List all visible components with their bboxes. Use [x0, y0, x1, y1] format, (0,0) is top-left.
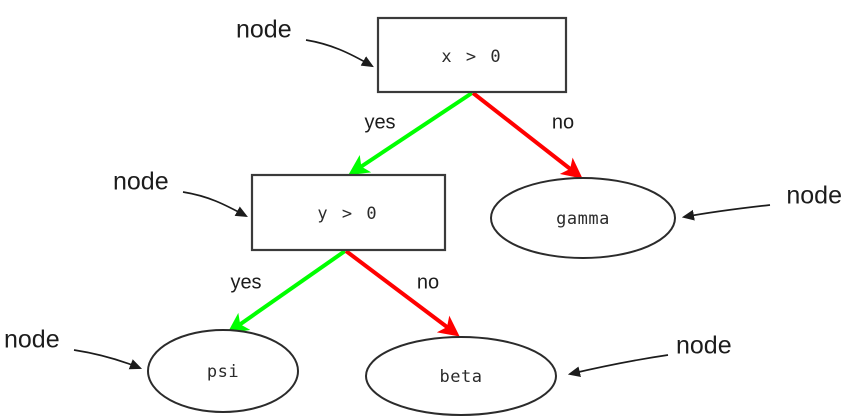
decision-node-root[interactable]: x > 0 [376, 16, 568, 94]
callout-arrow-psi [73, 349, 143, 370]
callout-label-root: node [236, 16, 292, 44]
edge-label-root-yes: yes [364, 111, 395, 133]
edge-label-inner-yes: yes [230, 271, 261, 293]
leaf-node-gamma[interactable]: gamma [490, 177, 676, 259]
callout-inner: node [113, 168, 248, 218]
callout-arrow-gamma [681, 204, 771, 221]
edge-root-yes [348, 91, 474, 176]
callout-gamma: node [681, 182, 842, 221]
node-label-inner: y > 0 [317, 204, 378, 224]
leaf-label-beta: beta [440, 367, 483, 387]
callout-label-beta: node [676, 332, 732, 360]
leaf-ellipse-gamma [490, 177, 676, 259]
edge-label-root-no: no [552, 111, 574, 133]
node-box-root [376, 16, 568, 94]
decision-node-inner[interactable]: y > 0 [250, 173, 447, 252]
callout-beta: node [567, 332, 732, 377]
callout-label-psi: node [4, 326, 60, 354]
callout-label-inner: node [113, 168, 169, 196]
edge-label-inner-no: no [417, 271, 439, 293]
edge-group [227, 91, 583, 337]
edge-inner-yes [227, 249, 347, 334]
edge-label-group: yes no yes no [230, 111, 574, 293]
callout-group: node node node node node [4, 16, 842, 377]
leaf-ellipse-psi [147, 329, 299, 413]
node-box-inner [250, 173, 447, 252]
callout-psi: node [4, 326, 143, 370]
callout-root: node [236, 16, 374, 68]
edge-inner-no [344, 249, 460, 337]
leaf-label-gamma: gamma [556, 209, 610, 229]
edge-root-no [471, 91, 583, 179]
leaf-ellipse-beta [365, 336, 557, 416]
leaf-node-psi[interactable]: psi [147, 329, 299, 413]
leaf-node-beta[interactable]: beta [365, 336, 557, 416]
callout-label-gamma: node [786, 182, 842, 210]
callout-arrow-inner [182, 191, 248, 218]
callout-arrow-root [305, 39, 374, 68]
node-label-root: x > 0 [441, 47, 502, 67]
leaf-label-psi: psi [207, 362, 239, 382]
callout-arrow-beta [567, 354, 669, 377]
